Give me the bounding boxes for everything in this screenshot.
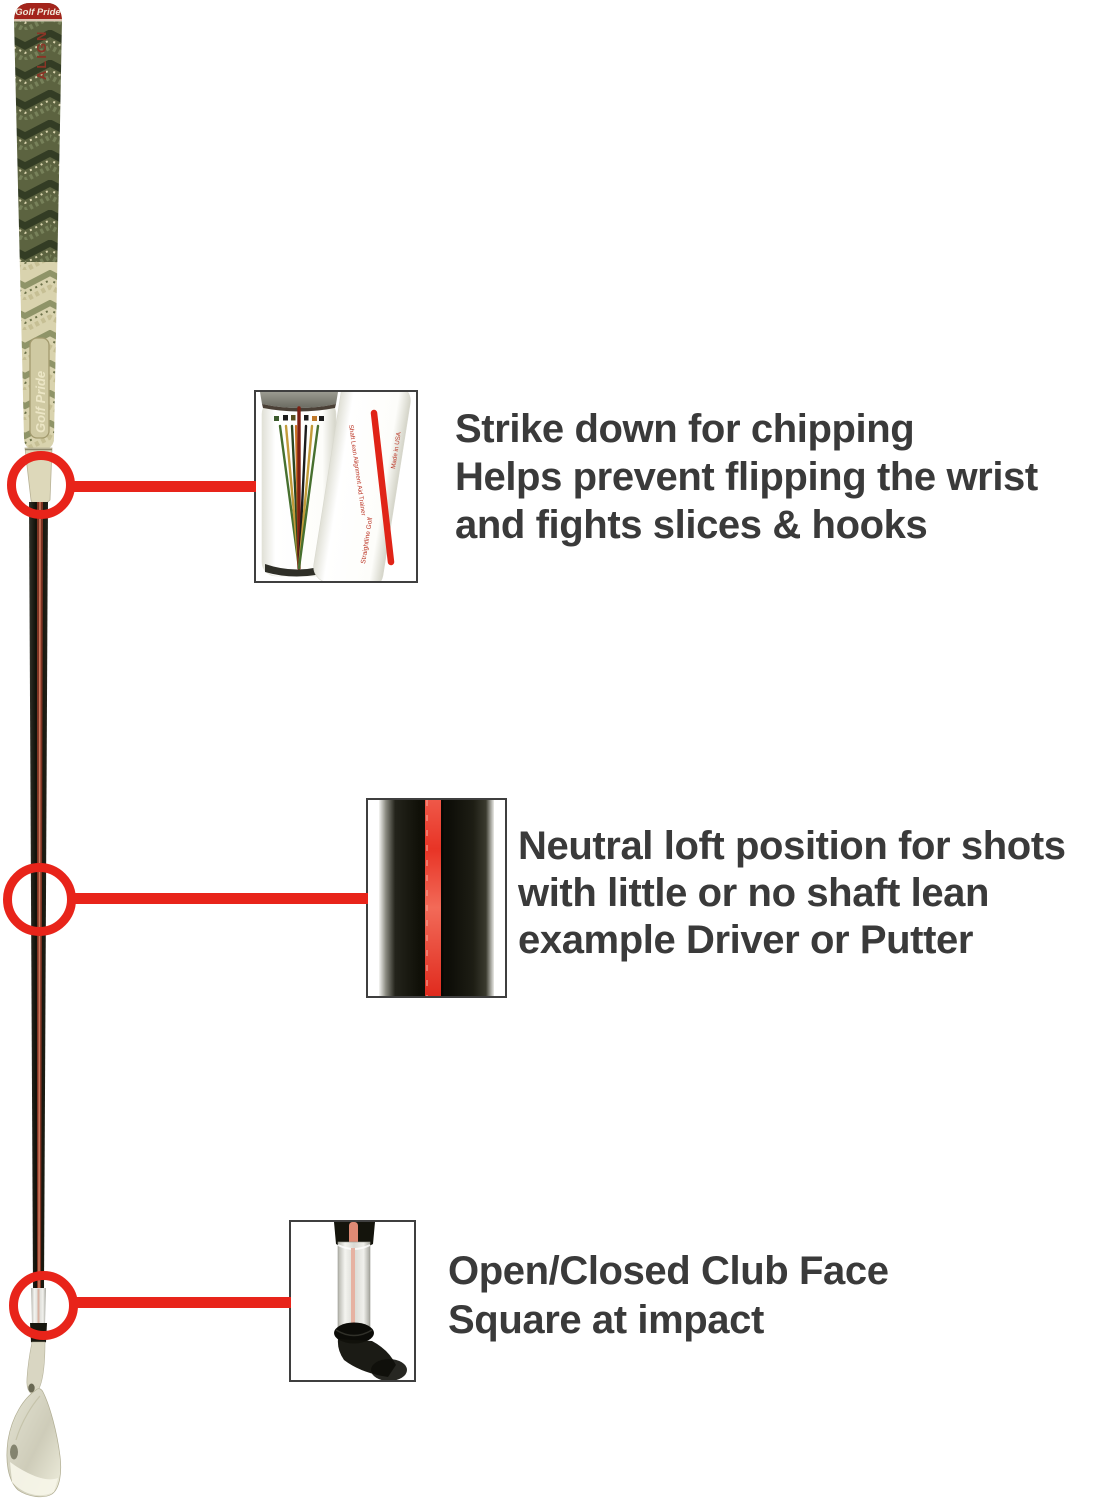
trainer-branding-side: Shaft Lean Alignment Aid Trainer Straigh… [313, 392, 411, 581]
grip-side-brand-label: Golf Pride [33, 371, 48, 433]
callout-line: example Driver or Putter [518, 918, 974, 962]
inset-photo-club-tip [289, 1220, 416, 1382]
grip-cap-brand-label: Golf Pride [15, 7, 61, 18]
callout-text-neutral-loft: Neutral loft position for shots with lit… [518, 823, 1066, 964]
callout-text-chipping: Strike down for chipping Helps prevent f… [455, 405, 1038, 549]
callout-line: Neutral loft position for shots [518, 824, 1066, 868]
callout-ring-grip-end [7, 451, 75, 519]
inset-photo-shaft-stripe [366, 798, 507, 998]
tip-closeup [334, 1222, 407, 1380]
callout-connector-line-3 [75, 1297, 291, 1308]
trainer-body [260, 392, 338, 577]
callout-connector-line-1 [72, 481, 256, 492]
callout-text-club-face: Open/Closed Club Face Square at impact [448, 1247, 889, 1345]
callout-connector-line-2 [73, 893, 368, 904]
red-alignment-stripe [370, 409, 395, 566]
callout-ring-club-tip [9, 1271, 78, 1340]
grip-side-badge: Golf Pride [29, 337, 50, 439]
red-stripe-closeup [425, 800, 441, 996]
grip: Golf Pride ALIGN Golf Pride [14, 3, 62, 507]
alignment-fan-lines [278, 406, 320, 570]
club-head [6, 1341, 62, 1498]
grip-cap [14, 3, 62, 21]
callout-line: Square at impact [448, 1298, 764, 1342]
callout-line: Open/Closed Club Face [448, 1249, 889, 1293]
callout-line: Helps prevent flipping the wrist [455, 455, 1038, 499]
grip-align-label: ALIGN [34, 30, 49, 80]
callout-line: with little or no shaft lean [518, 871, 990, 915]
inset-photo-grip-end-alignment: Shaft Lean Alignment Aid Trainer Straigh… [254, 390, 418, 583]
callout-ring-shaft-middle [3, 863, 76, 936]
callout-line: and fights slices & hooks [455, 503, 928, 547]
callout-line: Strike down for chipping [455, 407, 915, 451]
ferrule-ring-closeup [334, 1322, 374, 1344]
